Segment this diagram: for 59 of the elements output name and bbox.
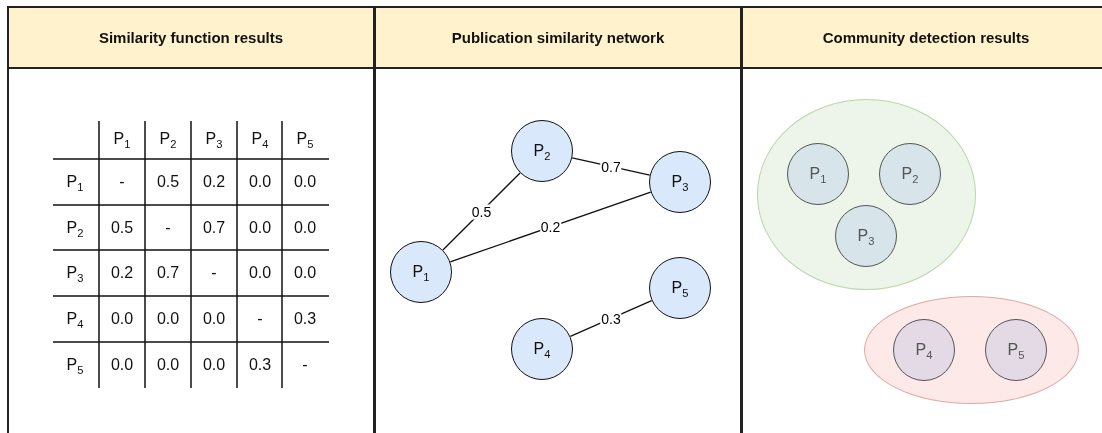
- table-cell: 0.7: [202, 219, 226, 237]
- table-cell: -: [211, 264, 217, 282]
- publication-circle: P$_{4}$: [511, 318, 573, 380]
- table-cell: 0.0: [293, 264, 317, 282]
- table-header: P$_{1}$: [66, 173, 84, 191]
- table-cell: 0.0: [293, 173, 317, 191]
- table-header: P$_{2}$: [66, 219, 84, 237]
- table-cell: 0.3: [293, 310, 317, 328]
- panel-heading: Community detection results: [743, 8, 1102, 69]
- table-cell: 0.0: [248, 219, 272, 237]
- table-cell: -: [302, 356, 308, 374]
- table-cell: 0.0: [293, 219, 317, 237]
- table-cell: 0.0: [202, 310, 226, 328]
- table-cell: 0.0: [110, 356, 134, 374]
- panel-heading: Publication similarity network: [376, 8, 740, 69]
- edge-label: 0.3: [600, 311, 622, 326]
- community-member-circle: P$_{3}$: [835, 205, 897, 267]
- table-header: P$_{3}$: [205, 130, 223, 148]
- panel: [374, 6, 742, 433]
- edge-label: 0.5: [470, 204, 493, 219]
- table-cell: -: [119, 173, 125, 191]
- connector-line: [442, 172, 521, 251]
- publication-circle: P$_{1}$: [390, 241, 452, 303]
- edge-label: 0.2: [539, 219, 562, 235]
- table-cell: -: [165, 219, 171, 237]
- table-header: P$_{1}$: [113, 130, 131, 148]
- publication-circle: P$_{5}$: [649, 257, 711, 319]
- table-header: P$_{2}$: [159, 130, 177, 148]
- connector-line: [449, 191, 652, 263]
- table-cell: 0.0: [202, 356, 226, 374]
- table-cell: 0.7: [156, 264, 180, 282]
- table-cell: 0.5: [156, 173, 180, 191]
- table-header: P$_{4}$: [251, 130, 269, 148]
- panel: [741, 6, 1102, 433]
- community-member-circle: P$_{2}$: [879, 143, 941, 205]
- table-header: P$_{4}$: [66, 310, 84, 328]
- table-cell: 0.2: [110, 264, 134, 282]
- connector-line: [571, 157, 651, 176]
- publication-circle: P$_{2}$: [511, 120, 573, 182]
- community-member-circle: P$_{4}$: [893, 319, 955, 381]
- panel: [7, 6, 375, 433]
- table-cell: 0.0: [248, 173, 272, 191]
- table-header: P$_{5}$: [66, 356, 84, 374]
- table-cell: 0.5: [110, 219, 134, 237]
- table-cell: 0.0: [156, 356, 180, 374]
- table-cell: -: [257, 310, 263, 328]
- connector-line: [569, 299, 653, 338]
- table-cell: 0.2: [202, 173, 226, 191]
- table-cell: 0.0: [248, 264, 272, 282]
- community-member-circle: P$_{5}$: [985, 319, 1047, 381]
- table-header: P$_{3}$: [66, 264, 84, 282]
- table-cell: 0.0: [110, 310, 134, 328]
- panel-heading: Similarity function results: [9, 8, 373, 69]
- table-cell: 0.0: [156, 310, 180, 328]
- community-member-circle: P$_{1}$: [787, 143, 849, 205]
- table-cell: 0.3: [248, 356, 272, 374]
- edge-label: 0.7: [600, 159, 622, 174]
- table-header: P$_{5}$: [296, 130, 314, 148]
- publication-circle: P$_{3}$: [649, 151, 711, 213]
